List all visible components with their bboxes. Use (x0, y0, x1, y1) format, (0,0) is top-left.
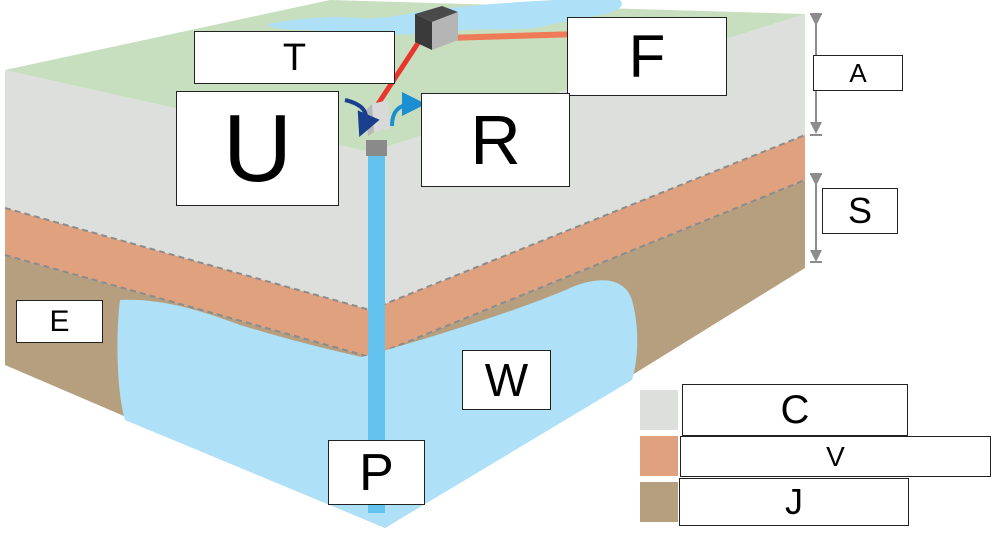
label-w: W (462, 350, 551, 410)
label-p: P (328, 440, 425, 505)
pipe-to-field (443, 31, 583, 41)
label-j: J (679, 478, 909, 526)
boundary-lower (4, 179, 806, 359)
legend-swatch-c (640, 390, 678, 430)
label-v: V (680, 436, 991, 477)
bracket-s (810, 173, 822, 263)
label-a: A (813, 55, 903, 91)
legend-swatch-j (640, 482, 678, 522)
well-pipe (368, 148, 385, 513)
label-e: E (16, 300, 103, 343)
wellhead-icon (366, 140, 387, 156)
pump-house-icon (415, 6, 458, 50)
label-r: R (421, 93, 570, 187)
inflow-arrow-icon (344, 98, 380, 138)
boundary-upper (4, 134, 806, 312)
label-c: C (682, 384, 908, 436)
label-f: F (567, 17, 727, 96)
label-t: T (194, 31, 395, 84)
legend-swatch-v (640, 436, 678, 476)
label-s: S (822, 188, 898, 234)
outflow-arrow-icon (390, 92, 426, 127)
middle-layer (5, 135, 805, 357)
pipe-to-pump (375, 38, 423, 106)
label-u: U (176, 91, 339, 206)
